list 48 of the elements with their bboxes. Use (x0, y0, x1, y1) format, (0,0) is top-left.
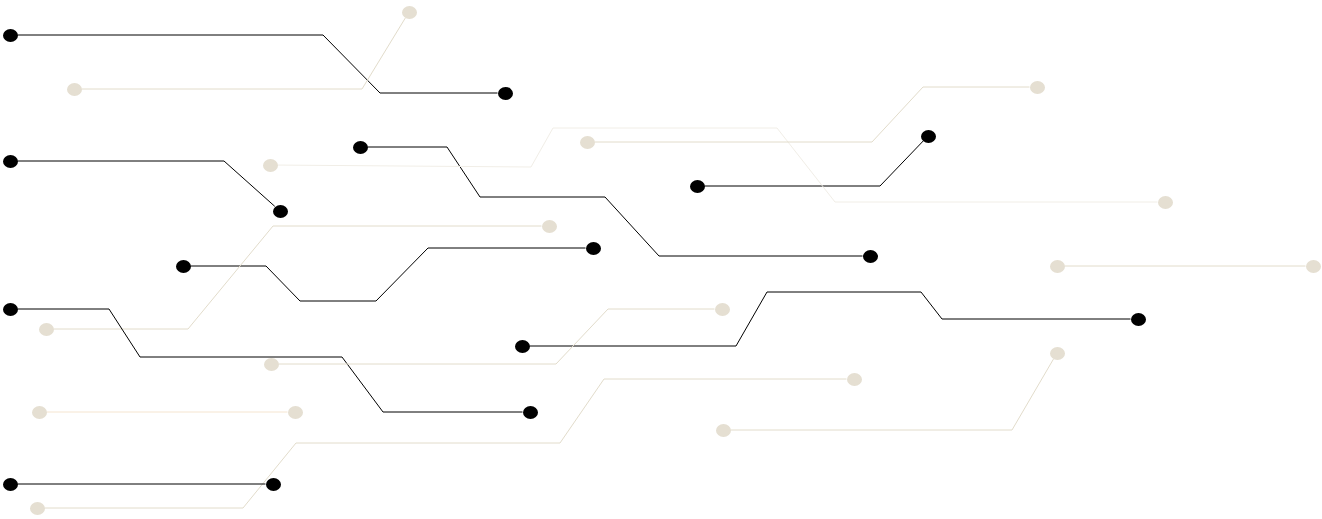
connector-dot (1049, 259, 1065, 273)
connector-dot (262, 158, 278, 172)
connector-dot (1029, 80, 1045, 94)
connector-dot (175, 259, 191, 273)
connector-dot (1305, 259, 1321, 273)
connector-dot (38, 322, 54, 336)
connector-line (17, 160, 276, 207)
connector-dot (287, 405, 303, 419)
connector-line (730, 358, 1055, 431)
connector-line (17, 308, 523, 413)
connector-dot (2, 28, 18, 42)
connector-dot (272, 204, 288, 218)
connector-dot (1130, 312, 1146, 326)
connector-line (529, 291, 1131, 347)
connector-dot (265, 477, 281, 491)
connector-dot (1049, 346, 1065, 360)
connector-line (17, 483, 266, 485)
connector-dot (514, 339, 530, 353)
connector-dot (715, 423, 731, 437)
connector-dot (522, 405, 538, 419)
connector-dot (689, 179, 705, 193)
connector-line (17, 34, 498, 94)
connector-line (704, 140, 924, 187)
connector-dot (29, 501, 45, 515)
connector-dot (2, 154, 18, 168)
connector-dot (585, 241, 601, 255)
connector-line (190, 247, 586, 302)
connector-dot (66, 82, 82, 96)
connector-dot (846, 372, 862, 386)
connector-dot (579, 135, 595, 149)
connector-line (53, 225, 542, 330)
connector-line (81, 17, 406, 90)
connector-line (367, 146, 863, 257)
connector-dot (862, 249, 878, 263)
connector-dot (497, 86, 513, 100)
connector-dot (401, 5, 417, 19)
connector-dot (2, 477, 18, 491)
connector-dot (714, 302, 730, 316)
connector-dot (352, 140, 368, 154)
connector-dot (920, 129, 936, 143)
connector-line (44, 378, 847, 509)
connector-line (278, 308, 715, 365)
connector-dot (1157, 195, 1173, 209)
connector-line (277, 127, 1158, 203)
connector-dot (2, 302, 18, 316)
connector-line (594, 86, 1030, 143)
connector-dot (541, 219, 557, 233)
connector-dot (31, 405, 47, 419)
